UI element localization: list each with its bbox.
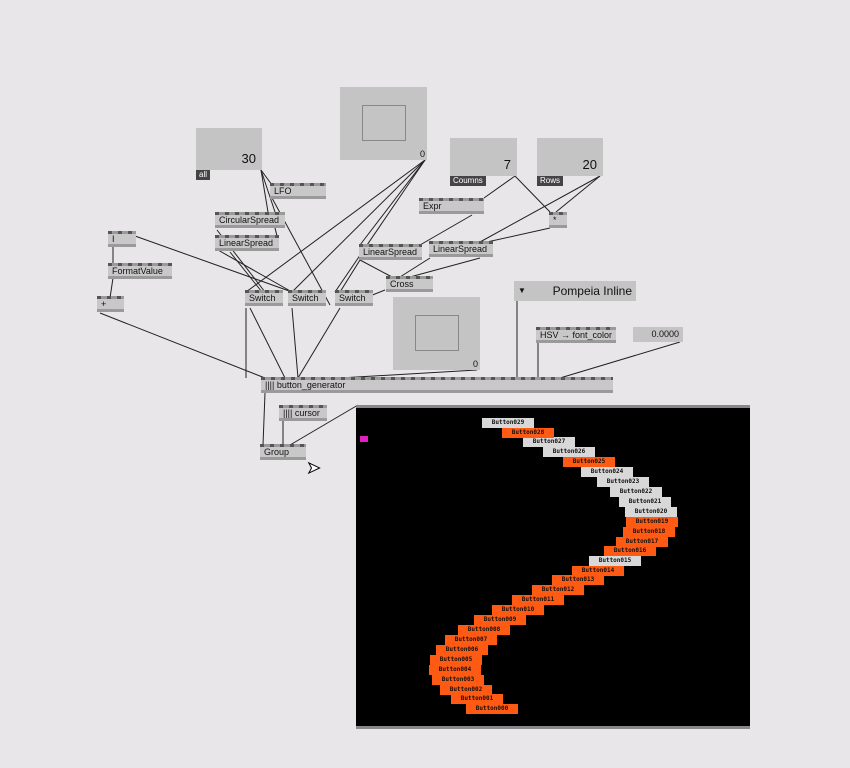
render-button[interactable]: Button003 bbox=[432, 675, 484, 685]
render-button[interactable]: Button028 bbox=[502, 428, 554, 438]
render-button[interactable]: Button011 bbox=[512, 595, 564, 605]
all-iobox[interactable]: 30 all bbox=[196, 128, 262, 180]
render-button[interactable]: Button002 bbox=[440, 685, 492, 695]
render-button[interactable]: Button017 bbox=[616, 537, 668, 547]
all-label: all bbox=[196, 170, 211, 180]
render-button[interactable]: Button023 bbox=[597, 477, 649, 487]
node-plus[interactable]: + bbox=[97, 296, 124, 312]
node-switch-1[interactable]: Switch bbox=[245, 290, 283, 306]
render-button[interactable]: Button008 bbox=[458, 625, 510, 635]
render-button[interactable]: Button000 bbox=[466, 704, 518, 714]
rows-value: 20 bbox=[582, 157, 597, 172]
xy-pad-2-value: 0 bbox=[472, 359, 478, 369]
magenta-marker bbox=[360, 436, 368, 442]
node-multiply[interactable]: * bbox=[549, 212, 567, 228]
node-button-generator[interactable]: |||| button_generator bbox=[261, 377, 613, 393]
node-i[interactable]: I bbox=[108, 231, 136, 247]
render-button[interactable]: Button024 bbox=[581, 467, 633, 477]
xy-pad-1[interactable]: 0 bbox=[340, 87, 427, 160]
xy-pad-handle[interactable] bbox=[415, 315, 459, 351]
render-button[interactable]: Button029 bbox=[482, 418, 534, 428]
render-button[interactable]: Button026 bbox=[543, 447, 595, 457]
render-button[interactable]: Button005 bbox=[430, 655, 482, 665]
mouse-cursor-icon: ➤ bbox=[306, 460, 321, 478]
node-expr[interactable]: Expr bbox=[419, 198, 484, 214]
render-button[interactable]: Button016 bbox=[604, 546, 656, 556]
render-button[interactable]: Button009 bbox=[474, 615, 526, 625]
node-linear-spread[interactable]: LinearSpread bbox=[215, 235, 279, 251]
node-linear-spread-3[interactable]: LinearSpread bbox=[429, 241, 493, 257]
render-button[interactable]: Button021 bbox=[619, 497, 671, 507]
dropdown-arrow-icon: ▼ bbox=[518, 286, 526, 295]
render-button[interactable]: Button007 bbox=[445, 635, 497, 645]
xy-pad-handle[interactable] bbox=[362, 105, 406, 141]
xy-pad-2[interactable]: 0 bbox=[393, 297, 480, 370]
render-button[interactable]: Button015 bbox=[589, 556, 641, 566]
render-button[interactable]: Button001 bbox=[451, 694, 503, 704]
render-button[interactable]: Button022 bbox=[610, 487, 662, 497]
node-cross[interactable]: Cross bbox=[386, 276, 433, 292]
render-button[interactable]: Button025 bbox=[563, 457, 615, 467]
node-group[interactable]: Group bbox=[260, 444, 306, 460]
font-select[interactable]: ▼ Pompeia Inline bbox=[514, 281, 636, 301]
render-button[interactable]: Button004 bbox=[429, 665, 481, 675]
rows-label: Rows bbox=[537, 176, 564, 186]
render-button[interactable]: Button012 bbox=[532, 585, 584, 595]
node-switch-2[interactable]: Switch bbox=[288, 290, 326, 306]
render-button[interactable]: Button013 bbox=[552, 575, 604, 585]
render-button[interactable]: Button018 bbox=[623, 527, 675, 537]
node-linear-spread-2[interactable]: LinearSpread bbox=[359, 244, 422, 260]
node-cursor[interactable]: |||| cursor bbox=[279, 405, 327, 421]
node-format-value[interactable]: FormatValue bbox=[108, 263, 172, 279]
all-value: 30 bbox=[241, 151, 256, 166]
font-select-value: Pompeia Inline bbox=[552, 284, 632, 298]
node-circular-spread[interactable]: CircularSpread bbox=[215, 212, 285, 228]
node-hsv[interactable]: HSV → font_color bbox=[536, 327, 616, 343]
render-button[interactable]: Button019 bbox=[626, 517, 678, 527]
columns-label: Coumns bbox=[450, 176, 486, 186]
xy-pad-1-value: 0 bbox=[419, 149, 425, 159]
render-button[interactable]: Button006 bbox=[436, 645, 488, 655]
columns-value: 7 bbox=[503, 157, 511, 172]
render-button[interactable]: Button010 bbox=[492, 605, 544, 615]
node-switch-3[interactable]: Switch bbox=[335, 290, 373, 306]
render-button[interactable]: Button020 bbox=[625, 507, 677, 517]
node-lfo[interactable]: LFO bbox=[270, 183, 326, 199]
render-button[interactable]: Button014 bbox=[572, 566, 624, 576]
font-color-value[interactable]: 0.0000 bbox=[633, 327, 683, 342]
render-button[interactable]: Button027 bbox=[523, 437, 575, 447]
